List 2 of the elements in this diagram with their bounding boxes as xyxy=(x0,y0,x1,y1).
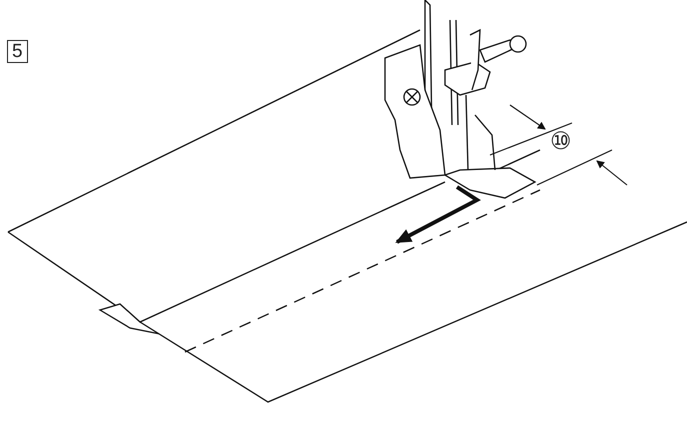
callout-number: ⑩ xyxy=(550,130,572,154)
step-number: 5 xyxy=(7,40,28,63)
